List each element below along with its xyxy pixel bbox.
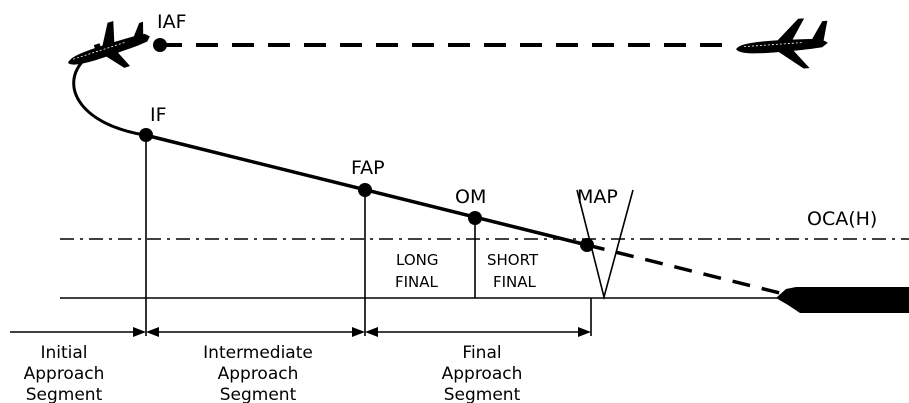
final-segment-arrowhead-left bbox=[365, 327, 378, 337]
om-dot bbox=[468, 211, 482, 225]
intermediate-segment-label-1: Intermediate bbox=[203, 343, 313, 363]
fap-label: FAP bbox=[351, 157, 385, 179]
if-dot bbox=[139, 128, 153, 142]
intermediate-segment-arrowhead-left bbox=[146, 327, 159, 337]
oca-label: OCA(H) bbox=[807, 208, 877, 230]
final-segment-label-1: Final bbox=[462, 343, 501, 363]
om-label: OM bbox=[455, 186, 486, 208]
short-final-label-line1: SHORT bbox=[487, 251, 539, 269]
final-segment-arrowhead-right bbox=[578, 327, 591, 337]
map-v-shape bbox=[576, 189, 634, 301]
procedure-turn-path bbox=[72, 61, 146, 137]
airplane-icon bbox=[68, 20, 150, 68]
final-segment-label-3: Segment bbox=[444, 385, 521, 403]
long-final-label-line2: FINAL bbox=[395, 273, 439, 291]
intermediate-segment-label-2: Approach bbox=[218, 364, 299, 384]
airplane-icon bbox=[736, 18, 828, 69]
map-label: MAP bbox=[577, 186, 618, 208]
short-final-label-line2: FINAL bbox=[493, 273, 537, 291]
fap-dot bbox=[358, 183, 372, 197]
runway-icon bbox=[776, 287, 909, 313]
descent-continuation bbox=[586, 243, 781, 295]
iaf-label: IAF bbox=[157, 11, 187, 33]
initial-segment-label-3: Segment bbox=[26, 385, 103, 403]
initial-segment-label-1: Initial bbox=[40, 343, 87, 363]
initial-segment-arrowhead bbox=[133, 327, 146, 337]
map-dot bbox=[580, 238, 594, 252]
final-segment-label-2: Approach bbox=[442, 364, 523, 384]
if-label: IF bbox=[150, 104, 167, 126]
initial-segment-label-2: Approach bbox=[24, 364, 105, 384]
intermediate-segment-arrowhead-right bbox=[352, 327, 365, 337]
intermediate-segment-label-3: Segment bbox=[220, 385, 297, 403]
long-final-label-line1: LONG bbox=[396, 251, 438, 269]
iaf-dot bbox=[153, 38, 167, 52]
